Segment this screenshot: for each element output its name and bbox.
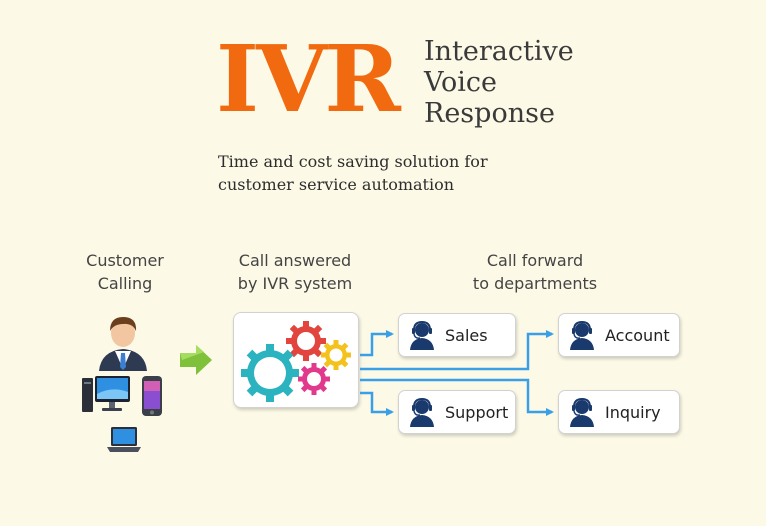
heading-line: Call forward bbox=[486, 251, 584, 270]
department-label: Support bbox=[445, 402, 509, 422]
heading-customer-calling: Customer Calling bbox=[70, 249, 180, 295]
heading-line: by IVR system bbox=[237, 274, 353, 293]
department-label: Inquiry bbox=[605, 402, 661, 422]
department-account: Account bbox=[558, 313, 680, 357]
subtitle-line: Interactive bbox=[424, 36, 574, 67]
support-agent-icon bbox=[410, 320, 434, 350]
subtitle-line: Voice bbox=[424, 67, 498, 98]
subtitle: Interactive Voice Response bbox=[424, 36, 624, 129]
heading-line: Customer bbox=[86, 251, 164, 270]
heading-call-forward: Call forward to departments bbox=[460, 249, 610, 295]
support-agent-icon bbox=[570, 320, 594, 350]
ivr-system-box bbox=[233, 312, 359, 408]
arrow-to-sales bbox=[360, 330, 394, 357]
laptop-icon bbox=[107, 427, 141, 452]
department-inquiry: Inquiry bbox=[558, 390, 680, 434]
support-agent-icon bbox=[410, 397, 434, 427]
department-label: Sales bbox=[445, 325, 488, 345]
ivr-logo: IVR bbox=[216, 25, 401, 133]
heading-line: Call answered bbox=[238, 251, 352, 270]
department-label: Account bbox=[605, 325, 670, 345]
department-support: Support bbox=[398, 390, 516, 434]
mobile-phone-icon bbox=[142, 376, 162, 416]
arrow-to-inquiry bbox=[360, 378, 554, 416]
desktop-computer-icon bbox=[82, 376, 130, 412]
heading-line: to departments bbox=[472, 274, 598, 293]
heading-line: Calling bbox=[97, 274, 153, 293]
support-agent-icon bbox=[570, 397, 594, 427]
subtitle-line: Response bbox=[424, 98, 555, 129]
tagline-line: Time and cost saving solution for bbox=[218, 152, 488, 171]
arrow-to-support bbox=[360, 391, 394, 416]
tagline: Time and cost saving solution for custom… bbox=[218, 150, 578, 196]
arrow-to-account bbox=[360, 330, 554, 371]
transfer-arrow-icon bbox=[180, 345, 212, 375]
department-sales: Sales bbox=[398, 313, 516, 357]
tagline-line: customer service automation bbox=[218, 175, 455, 194]
gears-icon bbox=[241, 321, 351, 402]
heading-call-answered: Call answered by IVR system bbox=[225, 249, 365, 295]
customer-person-icon bbox=[99, 317, 147, 371]
